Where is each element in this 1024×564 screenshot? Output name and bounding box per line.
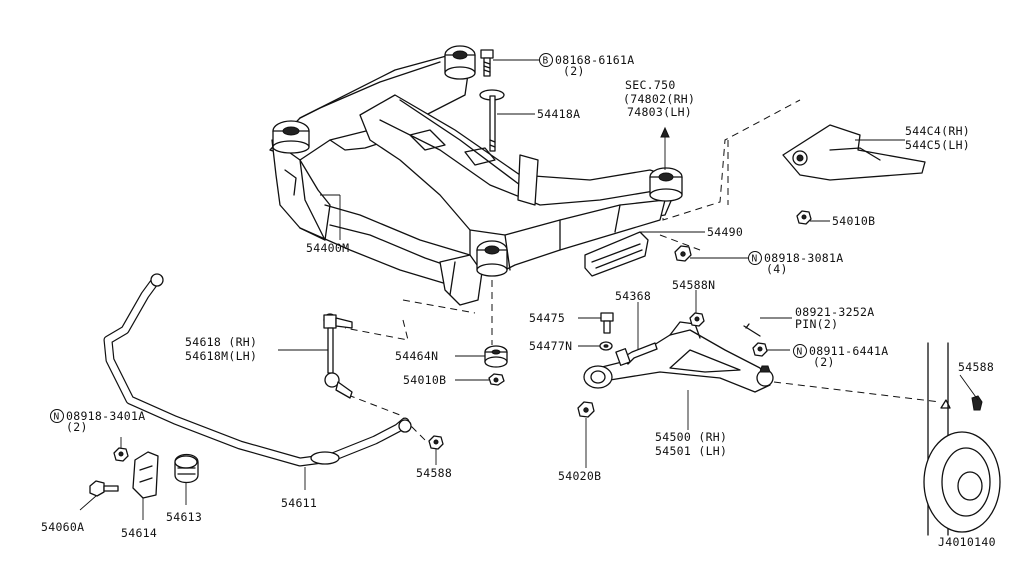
- label-08921-3252A: 08921-3252A: [795, 305, 874, 319]
- symbol-n: N: [54, 412, 60, 423]
- part-number: 08918-3081A: [764, 251, 843, 265]
- clamp-54614: [132, 451, 159, 499]
- label-54501: 54501 (LH): [655, 444, 727, 458]
- label-54464N: 54464N: [395, 349, 438, 363]
- nut-08911-6441A: [752, 342, 768, 357]
- nut-54588-bottom: [428, 435, 444, 450]
- washer-54477N: [599, 341, 613, 351]
- arrow-sec750: [660, 126, 670, 170]
- label-54010B-bottom: 54010B: [403, 373, 446, 387]
- symbol-n: N: [797, 347, 803, 358]
- nut-54010B-bottom: [488, 373, 505, 386]
- stud-54418A: [479, 89, 505, 152]
- label-54588-right: 54588: [958, 360, 994, 374]
- label-54477N: 54477N: [529, 339, 572, 353]
- quantity: (2): [66, 420, 88, 434]
- brake-rotor: [923, 342, 1001, 536]
- label-54588-bottom: 54588: [416, 466, 452, 480]
- pin-08921-3252A: [743, 323, 761, 337]
- label-54618: 54618 (RH): [185, 335, 257, 349]
- bolt-08168-6161A: [480, 49, 494, 77]
- bolt-54060A: [89, 480, 119, 497]
- subframe-mount-front-right: [649, 167, 683, 202]
- label-54418A: 54418A: [537, 107, 580, 121]
- label-54010B-top: 54010B: [832, 214, 875, 228]
- label-08918-3081A: N 08918-3081A (4): [748, 251, 843, 276]
- label-54490: 54490: [707, 225, 743, 239]
- label-74803: 74803(LH): [627, 105, 692, 119]
- label-08168-6161A: B 08168-6161A (2): [539, 53, 634, 78]
- nut-08918-3401A: [113, 447, 129, 462]
- subframe-mount-rear-right: [444, 45, 476, 80]
- stabilizer-bar-54611: [103, 273, 412, 467]
- nut-54588N: [689, 312, 705, 327]
- symbol-n: N: [752, 254, 758, 265]
- stabilizer-link-54618: [323, 313, 353, 399]
- subframe-mount-rear-left: [272, 120, 310, 154]
- label-54613: 54613: [166, 510, 202, 524]
- assembly-dashes: [344, 99, 941, 441]
- nut-08918-3081A: [674, 245, 692, 262]
- label-08918-3401A: N 08918-3401A (2): [50, 409, 145, 434]
- label-54618M: 54618M(LH): [185, 349, 257, 363]
- bushing-54613: [174, 453, 199, 484]
- label-54368: 54368: [615, 289, 651, 303]
- label-54475: 54475: [529, 311, 565, 325]
- label-74802: (74802(RH): [623, 92, 695, 106]
- front-subframe: [269, 45, 683, 306]
- label-54500: 54500 (RH): [655, 430, 727, 444]
- bracket-544C4: [782, 124, 926, 181]
- quantity: (2): [563, 64, 585, 78]
- label-54400M: 54400M: [306, 241, 349, 255]
- nut-54010B-top: [796, 210, 812, 225]
- label-sec750: SEC.750: [625, 78, 676, 92]
- mount-54464N: [484, 345, 508, 368]
- symbol-b: B: [543, 56, 549, 67]
- label-08911-6441A: N 08911-6441A (2): [793, 344, 888, 369]
- quantity: (2): [813, 355, 835, 369]
- leader-lines: [79, 59, 979, 520]
- subframe-mount-front-left: [476, 240, 508, 277]
- label-54611: 54611: [281, 496, 317, 510]
- bolt-54368: [615, 342, 658, 366]
- bolt-54475: [600, 312, 614, 334]
- label-544C5: 544C5(LH): [905, 138, 970, 152]
- part-number: 08911-6441A: [809, 344, 888, 358]
- label-54614: 54614: [121, 526, 157, 540]
- nut-54020B: [577, 401, 595, 418]
- label-54588N: 54588N: [672, 278, 715, 292]
- lower-control-arm-54500: [583, 321, 774, 393]
- part-number: 08168-6161A: [555, 53, 634, 67]
- label-544C4: 544C4(RH): [905, 124, 970, 138]
- quantity: (4): [766, 262, 788, 276]
- label-54020B: 54020B: [558, 469, 601, 483]
- part-number: 08918-3401A: [66, 409, 145, 423]
- diagram-id: J4010140: [938, 535, 996, 549]
- label-54060A: 54060A: [41, 520, 84, 534]
- label-pin: PIN(2): [795, 317, 838, 331]
